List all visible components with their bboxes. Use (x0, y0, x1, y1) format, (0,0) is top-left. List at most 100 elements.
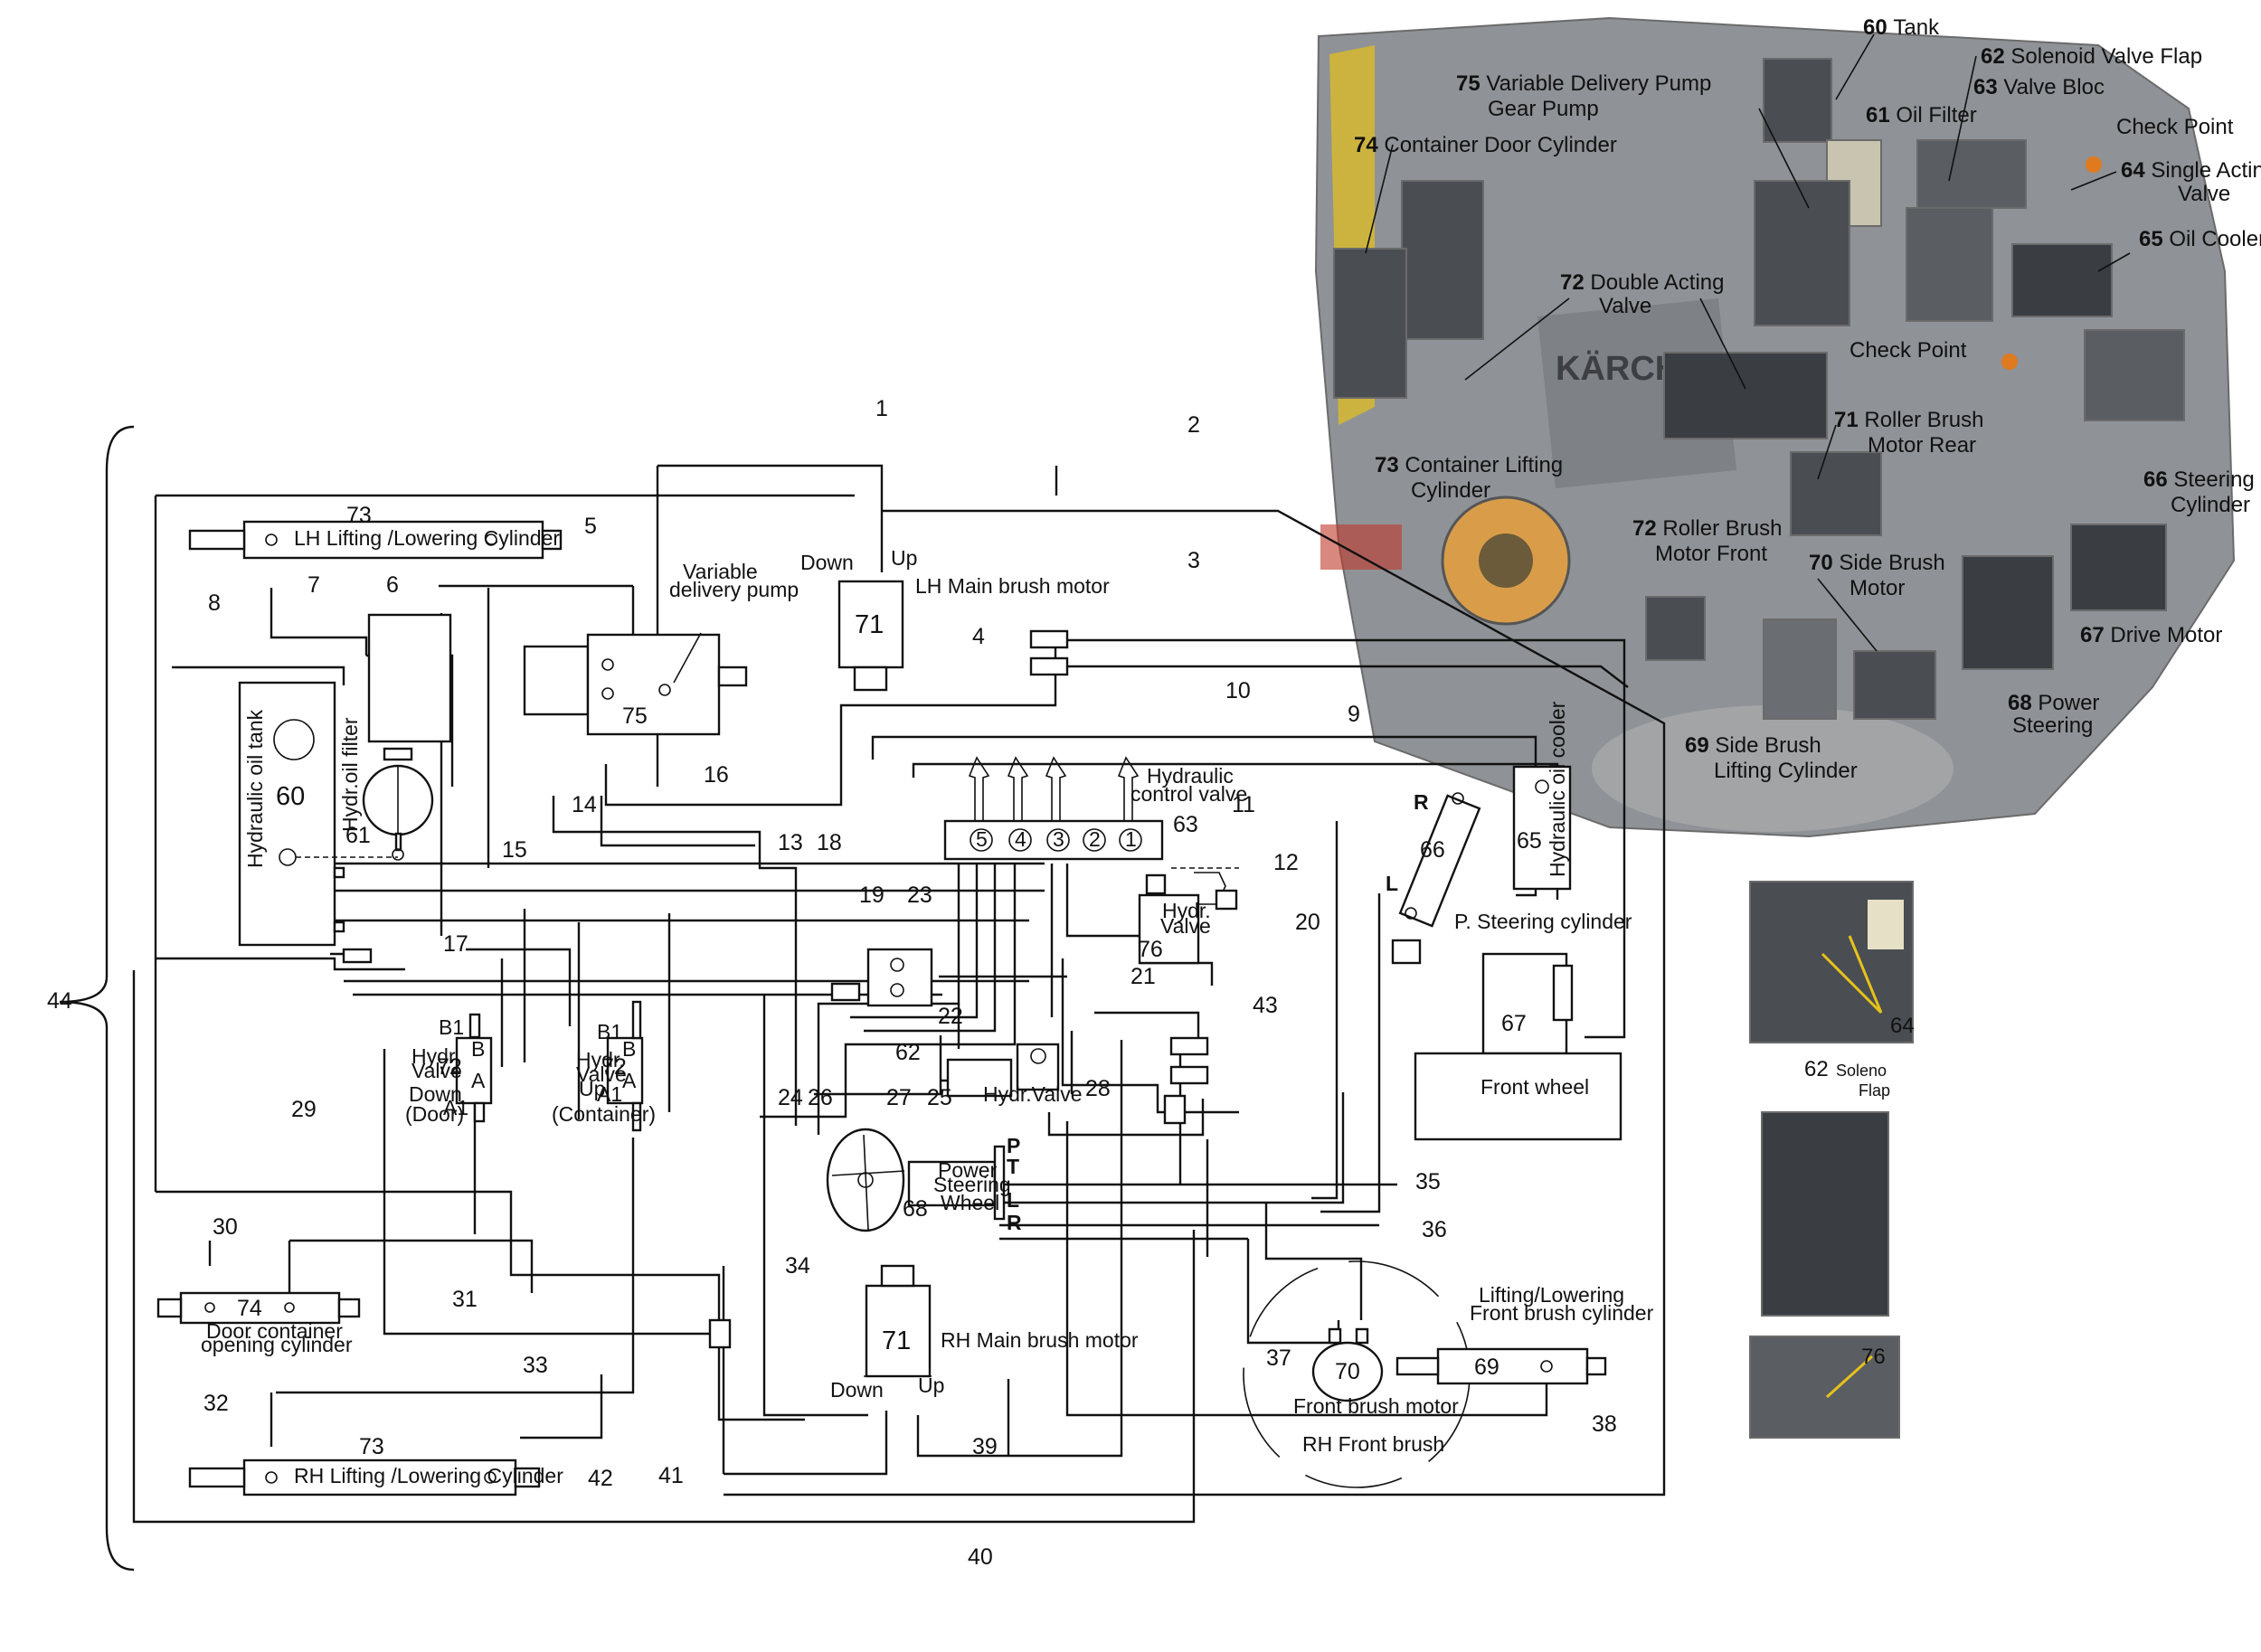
power-steering-port-t: T (1007, 1155, 1019, 1178)
rh-lifting-cylinder (188, 1458, 541, 1496)
line-number-36: 36 (1422, 1217, 1447, 1242)
photo-callout-cont-21: Motor Front (1655, 542, 1767, 566)
lh-lifting-cylinder (188, 520, 563, 560)
photo-callout-cont-6: Check Point (2116, 115, 2234, 139)
photo-callout-cont-13: Check Point (1849, 338, 1967, 363)
filter-number: 61 (345, 823, 371, 848)
detail-label-64: 64 (1890, 1014, 1915, 1038)
valve-25-label: Hydr.Valve (983, 1082, 1083, 1106)
front-brush-lifting-cylinder (1395, 1347, 1607, 1385)
line-number-43: 43 (1253, 993, 1278, 1018)
photo-callout-cont-15: Motor Rear (1868, 433, 1976, 458)
tank-label: Hydraulic oil tank (243, 709, 267, 868)
power-steering-wheel (826, 1128, 1006, 1232)
line-number-39: 39 (972, 1434, 998, 1459)
door-cylinder-label-1: Door container (206, 1319, 343, 1343)
line-number-29: 29 (291, 1097, 317, 1122)
container-valve-caption: (Container) (552, 1102, 656, 1126)
photo-callout-66-18: 66 Steering (2143, 467, 2255, 492)
line-number-10: 10 (1225, 678, 1251, 703)
photo-callout-68-25: 68 Power (2008, 691, 2099, 715)
power-steering-label-2: Steering (933, 1173, 1011, 1196)
line-number-17: 17 (443, 931, 468, 957)
door-valve-number: 72 (437, 1054, 462, 1080)
container-valve-up: Up (579, 1077, 605, 1100)
solenoid-valve-62 (830, 948, 933, 1007)
door-cylinder-number: 74 (237, 1296, 262, 1321)
control-valve-section-2: 2 (1089, 827, 1101, 851)
photo-callout-65-10: 65 Oil Cooler (2139, 227, 2261, 251)
oil-cooler-number: 65 (1517, 828, 1542, 854)
line-number-6: 6 (386, 572, 399, 598)
drive-motor-front-wheel (1414, 952, 1622, 1141)
detail-label-62: 62 (1804, 1057, 1829, 1081)
line-number-41: 41 (658, 1463, 684, 1488)
line-number-30: 30 (213, 1214, 238, 1240)
front-brush-cyl-label-2: Front brush cylinder (1470, 1301, 1654, 1325)
photo-callout-70-22: 70 Side Brush (1809, 551, 1945, 575)
line-number-31: 31 (452, 1287, 478, 1312)
oil-cooler-label: Hydraulic oil cooler (1546, 701, 1569, 877)
photo-callout-cont-3: Gear Pump (1488, 97, 1599, 121)
drive-label: Front wheel (1481, 1075, 1589, 1099)
line-number-5: 5 (584, 514, 597, 539)
solenoid-62-number: 62 (895, 1040, 921, 1065)
container-valve-number: 72 (601, 1054, 627, 1080)
line-number-8: 8 (208, 590, 221, 616)
power-steering-port-r: R (1007, 1211, 1022, 1234)
photo-leader-lines (1365, 33, 2131, 652)
front-brush-cyl-label-1: Lifting/Lowering (1479, 1283, 1624, 1307)
detail-photo-62 (1761, 1111, 1889, 1317)
photo-callout-75-2: 75 Variable Delivery Pump (1456, 71, 1711, 96)
valve-76-label-1: Hydr. (1162, 899, 1211, 922)
photo-callout-cont-9: Valve (2178, 182, 2230, 206)
hydraulic-oil-tank (238, 681, 398, 947)
detail-photo-76 (1749, 1336, 1900, 1439)
steering-port-l: L (1386, 872, 1398, 895)
filter-label: Hydr.oil filter (338, 717, 362, 832)
drive-number: 67 (1501, 1011, 1527, 1036)
pump-number: 75 (622, 703, 648, 729)
detail-photos (1749, 881, 1914, 1439)
door-valve-a: A (471, 1069, 486, 1092)
line-number-28: 28 (1085, 1076, 1111, 1101)
detail-photo-labels: 64 62 Soleno Flap 76 (1804, 1014, 1915, 1369)
rh-cylinder-number: 73 (359, 1434, 384, 1459)
rh-cylinder-label: RH Lifting /Lowering Cylinder (294, 1464, 563, 1487)
lh-cylinder-label: LH Lifting /Lowering Cylinder (294, 526, 560, 550)
line-number-9: 9 (1348, 702, 1360, 727)
line-number-2: 2 (1187, 412, 1200, 438)
container-valve-a: A (622, 1069, 637, 1092)
double-acting-valve-door (455, 1013, 493, 1123)
line-number-33: 33 (523, 1353, 548, 1378)
line-number-15: 15 (502, 837, 527, 863)
detail-label-62-text: Soleno (1836, 1062, 1887, 1080)
photo-callout-cont-23: Motor (1849, 576, 1905, 600)
schematic-components (156, 520, 1622, 1496)
photo-insets (1333, 58, 2185, 720)
photo-callout-63-4: 63 Valve Bloc (1973, 75, 2105, 99)
variable-delivery-pump (523, 632, 748, 736)
line-number-20: 20 (1295, 910, 1320, 935)
line-number-1: 1 (875, 396, 888, 421)
container-valve-b: B (622, 1037, 636, 1061)
photo-callout-72-20: 72 Roller Brush (1632, 516, 1782, 541)
photo-callout-cont-28: Lifting Cylinder (1714, 759, 1858, 783)
control-valve-label-1: Hydraulic (1147, 764, 1234, 788)
door-valve-side-1: Hydr. (412, 1044, 460, 1068)
valve-76-label-2: Valve (1160, 914, 1211, 938)
line-number-37: 37 (1266, 1345, 1291, 1371)
power-steering-number: 68 (903, 1196, 928, 1222)
rh-front-brush-label: RH Front brush (1302, 1432, 1444, 1456)
line-number-11: 11 (1232, 792, 1255, 817)
double-acting-valve-container (606, 1000, 644, 1132)
photo-callout-69-27: 69 Side Brush (1685, 733, 1821, 758)
line-number-16: 16 (704, 762, 729, 788)
steering-port-r: R (1414, 790, 1429, 814)
line-number-7: 7 (307, 572, 320, 598)
container-valve-side-1: Hydr. (576, 1048, 625, 1071)
